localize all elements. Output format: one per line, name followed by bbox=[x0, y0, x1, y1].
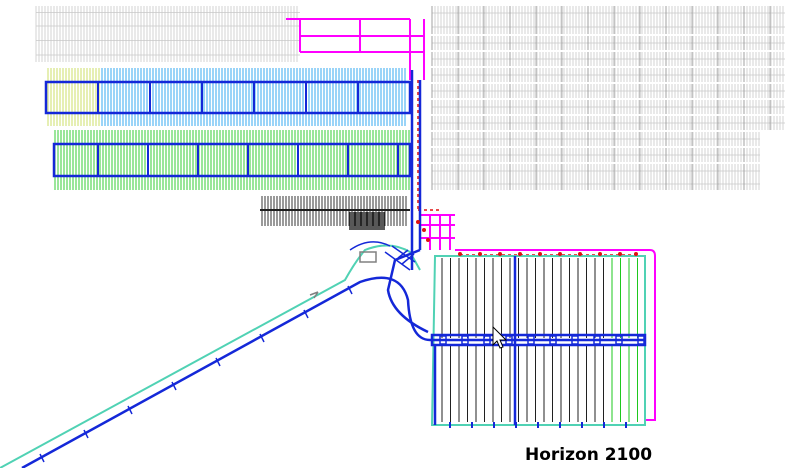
red-cable-route bbox=[417, 80, 640, 256]
lower-right-array bbox=[430, 258, 647, 428]
gray-array-left bbox=[35, 6, 300, 62]
blue-array-block bbox=[44, 68, 412, 126]
teal-road-lines bbox=[0, 244, 646, 468]
red-marker-dots bbox=[416, 220, 638, 256]
drawing-caption: Horizon 2100 bbox=[525, 445, 653, 465]
road-junction-detail bbox=[309, 241, 416, 299]
black-rack-block bbox=[260, 196, 410, 230]
blue-access-road bbox=[21, 70, 645, 468]
green-array-block bbox=[52, 130, 412, 190]
gray-array-right bbox=[431, 6, 785, 190]
road-tick-marks bbox=[39, 285, 353, 463]
mouse-pointer-icon bbox=[492, 325, 508, 349]
